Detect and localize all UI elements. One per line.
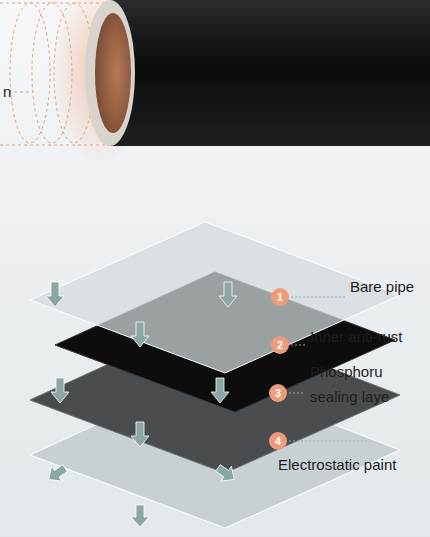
- pipe-body: [110, 0, 430, 146]
- arrows: [43, 282, 239, 527]
- layer-1: [30, 222, 400, 373]
- part-label: Phosphoru sealing laye: [310, 360, 410, 410]
- callout-number: 1: [271, 288, 289, 306]
- pipe-bore: [95, 13, 131, 133]
- part-label: n: [3, 83, 11, 102]
- pipe-rim: [85, 0, 135, 146]
- part-label: Electrostatic paint: [278, 456, 396, 475]
- callout-circles: [269, 288, 289, 450]
- callout-number: 4: [269, 432, 287, 450]
- part-label: Bare pipe: [350, 278, 414, 297]
- callout-number: 3: [269, 384, 287, 402]
- callout-number: 2: [271, 336, 289, 354]
- part-label: Inner anti-rust: [310, 328, 403, 347]
